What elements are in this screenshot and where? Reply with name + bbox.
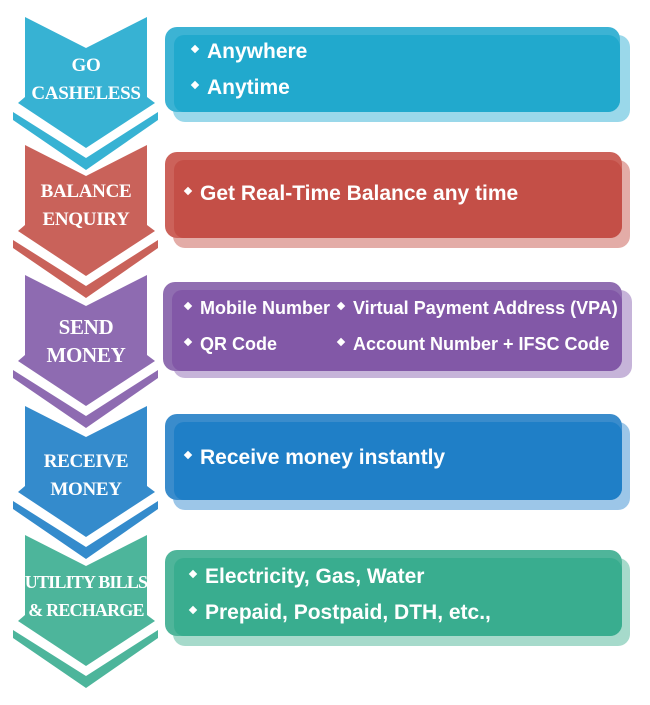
title-line: ENQUIRY [42, 209, 130, 230]
title-line: & RECHARGE [28, 600, 144, 620]
info-box-inner [174, 558, 622, 636]
bullet-text: QR Code [200, 334, 278, 354]
info-box: Anywhere Anytime [165, 27, 620, 112]
step-title: BALANCE ENQUIRY [20, 178, 152, 234]
step-title: SEND MONEY [20, 313, 152, 369]
bullet-item: Electricity, Gas, Water [188, 565, 425, 589]
bullet-text: Virtual Payment Address (VPA) [353, 298, 618, 318]
bullet-text: Prepaid, Postpaid, DTH, etc., [205, 601, 491, 624]
info-box-inner [174, 35, 620, 112]
bullet-item: Mobile Number [183, 298, 331, 319]
step-title: UTILITY BILLS & RECHARGE [20, 568, 152, 624]
bullet-text: Electricity, Gas, Water [205, 565, 425, 588]
bullet-text: Receive money instantly [200, 446, 446, 469]
info-box: Receive money instantly [165, 414, 622, 500]
step-receive-money: RECEIVE MONEY Receive money instantly [0, 406, 650, 559]
info-box-inner [172, 290, 622, 371]
step-title: GO CASHELESS [20, 52, 152, 108]
diamond-bullet-icon [188, 570, 198, 579]
diamond-bullet-icon [183, 302, 193, 311]
bullet-text: Anywhere [207, 40, 308, 63]
bullet-item: QR Code [183, 334, 278, 355]
chevron-arrow-icon [13, 145, 158, 298]
bullet-item: Receive money instantly [183, 446, 446, 470]
step-go-cashless: GO CASHELESS Anywhere Anytime [0, 17, 650, 170]
bullet-text: Anytime [207, 76, 290, 99]
info-box: Mobile Number Virtual Payment Address (V… [163, 282, 622, 371]
info-box: Electricity, Gas, Water Prepaid, Postpai… [165, 550, 622, 636]
step-balance-enquiry: BALANCE ENQUIRY Get Real-Time Balance an… [0, 145, 650, 298]
diamond-bullet-icon [188, 606, 198, 615]
diamond-bullet-icon [336, 338, 346, 347]
title-line: BALANCE [40, 181, 132, 202]
chevron-arrow-icon [13, 275, 158, 428]
diamond-bullet-icon [336, 302, 346, 311]
title-line: MONEY [46, 343, 126, 367]
title-line: CASHELESS [31, 83, 141, 104]
bullet-text: Mobile Number [200, 298, 331, 318]
step-send-money: SEND MONEY Mobile Number Virtual Payment… [0, 275, 650, 428]
bullet-item: Virtual Payment Address (VPA) [336, 298, 618, 319]
info-box-inner [174, 422, 622, 500]
step-utility-bills: UTILITY BILLS & RECHARGE Electricity, Ga… [0, 535, 650, 688]
diamond-bullet-icon [190, 45, 200, 54]
diamond-bullet-icon [183, 338, 193, 347]
diamond-bullet-icon [183, 187, 193, 196]
bullet-item: Get Real-Time Balance any time [183, 182, 519, 206]
bullet-item: Anytime [190, 76, 290, 100]
title-line: RECEIVE [43, 451, 129, 472]
title-line: GO [71, 55, 101, 76]
diamond-bullet-icon [183, 451, 193, 460]
info-box: Get Real-Time Balance any time [165, 152, 622, 238]
bullet-item: Prepaid, Postpaid, DTH, etc., [188, 601, 491, 625]
title-line: UTILITY BILLS [24, 572, 148, 592]
bullet-text: Account Number + IFSC Code [353, 334, 610, 354]
title-line: SEND [58, 315, 114, 339]
info-box-inner [174, 160, 622, 238]
diamond-bullet-icon [190, 81, 200, 90]
step-title: RECEIVE MONEY [20, 448, 152, 504]
bullet-item: Anywhere [190, 40, 308, 64]
title-line: MONEY [50, 479, 122, 500]
chevron-arrow-icon [13, 535, 158, 688]
bullet-item: Account Number + IFSC Code [336, 334, 610, 355]
chevron-arrow-icon [13, 17, 158, 170]
chevron-arrow-icon [13, 406, 158, 559]
bullet-text: Get Real-Time Balance any time [200, 182, 519, 205]
